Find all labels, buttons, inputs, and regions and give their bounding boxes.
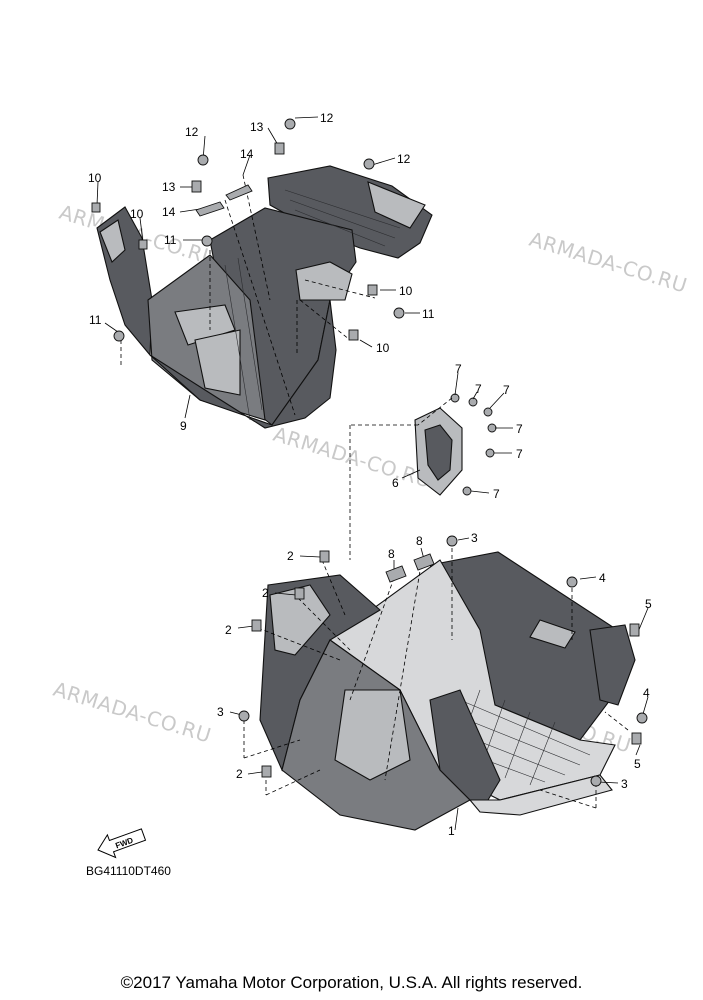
nut-10-top-left — [91, 202, 101, 213]
callout-7-a: 7 — [455, 362, 462, 376]
bolt-12-top — [284, 118, 296, 130]
callout-3-left: 3 — [217, 705, 224, 719]
nut-2-top — [319, 550, 330, 563]
bolt-11-right — [393, 307, 405, 319]
bolt-12-left — [197, 154, 209, 166]
callout-11-mid: 11 — [164, 233, 177, 247]
lower-panel-assembly — [259, 551, 636, 831]
nut-5-bottom — [631, 732, 642, 745]
plug-8-left — [385, 565, 407, 583]
callout-7-e: 7 — [516, 447, 523, 461]
callout-6: 6 — [392, 476, 399, 490]
upper-hatch-marks — [224, 189, 401, 421]
callout-2-upper: 2 — [262, 586, 269, 600]
watermark-top-right: ARMADA-CO.RU — [527, 227, 691, 298]
callout-5-bottom: 5 — [634, 757, 641, 771]
diagram-code: BG41110DT460 — [86, 864, 171, 878]
callout-12-right: 12 — [397, 152, 411, 166]
copyright-notice: ©2017 Yamaha Motor Corporation, U.S.A. A… — [120, 973, 583, 992]
nut-5-top — [629, 623, 640, 637]
lower-fasteners — [238, 535, 648, 787]
callout-4-top: 4 — [599, 571, 606, 585]
callout-12-left: 12 — [185, 125, 199, 139]
nut-2-bottom — [261, 765, 272, 778]
callout-7-d: 7 — [516, 422, 523, 436]
callout-1: 1 — [448, 824, 455, 838]
clip-13-top — [274, 142, 285, 155]
fwd-arrow-icon: FWD — [97, 828, 147, 859]
bolt-4-top — [566, 576, 578, 588]
callout-10-top-left: 10 — [88, 171, 102, 185]
callout-numbers: 12 13 12 14 12 10 13 10 14 11 10 11 11 1… — [88, 111, 652, 838]
callout-10-left: 10 — [130, 207, 144, 221]
bracket-leader-lines — [349, 372, 513, 560]
bolt-3-top — [446, 535, 458, 547]
upper-leader-lines — [96, 116, 420, 419]
nut-10-left — [138, 239, 148, 250]
callout-10-right: 10 — [399, 284, 413, 298]
callout-8-left: 8 — [388, 547, 395, 561]
lower-leader-lines — [229, 537, 649, 831]
callout-7-c: 7 — [503, 383, 510, 397]
callout-2-bottom: 2 — [236, 767, 243, 781]
bolt-3-right — [590, 775, 602, 787]
callout-11-right: 11 — [422, 307, 435, 321]
nut-10-lower — [348, 329, 359, 341]
callout-3-right: 3 — [621, 777, 628, 791]
callout-3-top: 3 — [471, 531, 478, 545]
clip-13-left — [191, 180, 202, 193]
callout-2-mid: 2 — [225, 623, 232, 637]
callout-14-left: 14 — [162, 205, 176, 219]
callout-7-f: 7 — [493, 487, 500, 501]
nut-2-mid — [251, 619, 262, 632]
bolt-11-left — [113, 330, 125, 342]
watermark-bottom-left: ARMADA-CO.RU — [51, 677, 215, 748]
bolt-11-mid — [201, 235, 213, 247]
bolt-3-left — [238, 710, 250, 722]
callout-13-left: 13 — [162, 180, 176, 194]
watermark-middle: ARMADA-CO.RU — [271, 422, 435, 493]
bracket-assembly — [414, 393, 497, 496]
callout-7-b: 7 — [475, 382, 482, 396]
callout-14-top: 14 — [240, 147, 254, 161]
callout-10-lower: 10 — [376, 341, 390, 355]
bolt-4-right — [636, 712, 648, 724]
callout-12-top: 12 — [320, 111, 334, 125]
upper-fasteners — [91, 118, 405, 342]
callout-9: 9 — [180, 419, 187, 433]
callout-4-right: 4 — [643, 686, 650, 700]
bolt-12-right — [363, 158, 375, 170]
grommet-14-top — [225, 184, 253, 201]
plug-8-right — [413, 553, 435, 571]
upper-panel-assembly — [96, 165, 433, 429]
callout-13-top: 13 — [250, 120, 264, 134]
nut-10-right — [367, 284, 378, 296]
callout-11-left: 11 — [89, 313, 102, 327]
callout-2-top: 2 — [287, 549, 294, 563]
callout-8-right: 8 — [416, 534, 423, 548]
nut-2-upper — [294, 587, 305, 600]
grommet-14-left — [195, 201, 225, 217]
callout-5-top: 5 — [645, 597, 652, 611]
